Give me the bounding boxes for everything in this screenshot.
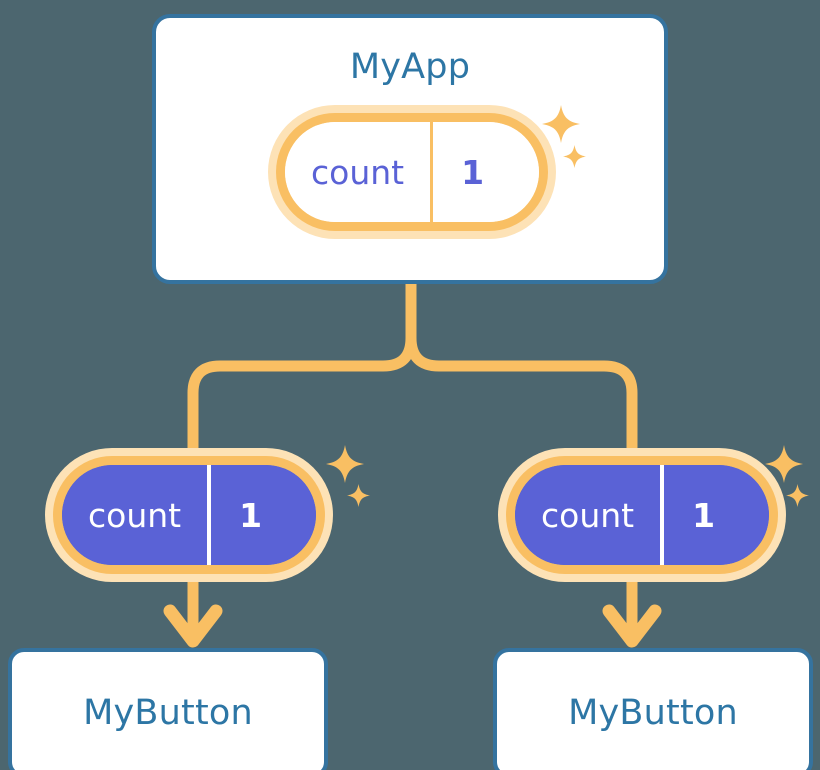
arrow-head-right xyxy=(602,604,662,648)
state-pill-ring: count 1 xyxy=(62,465,316,565)
component-card-mybutton-left[interactable]: MyButton xyxy=(8,648,328,770)
state-pill-ring: count 1 xyxy=(285,122,539,222)
state-key: count xyxy=(88,495,182,535)
component-card-mybutton-right[interactable]: MyButton xyxy=(493,648,813,770)
state-value: 1 xyxy=(692,495,716,535)
sparkle-small-icon xyxy=(785,483,810,508)
sparkle-large-icon xyxy=(764,444,804,484)
state-pill-divider xyxy=(430,122,434,222)
state-key: count xyxy=(541,495,635,535)
state-pill-body: count 1 xyxy=(515,465,769,565)
state-key: count xyxy=(311,152,405,192)
sparkle-large-icon xyxy=(325,444,365,484)
state-pill-ring: count 1 xyxy=(515,465,769,565)
state-pill-body: count 1 xyxy=(62,465,316,565)
state-pill-divider xyxy=(660,465,665,565)
component-label-myapp: MyApp xyxy=(349,47,471,87)
state-pill-divider xyxy=(207,465,212,565)
component-label-mybutton: MyButton xyxy=(568,693,738,733)
state-pill-body: count 1 xyxy=(285,122,539,222)
connector-branch-left xyxy=(187,337,417,467)
sparkle-small-icon xyxy=(346,483,371,508)
state-pill-myapp[interactable]: count 1 xyxy=(285,122,539,222)
state-pill-child-left[interactable]: count 1 xyxy=(62,465,316,565)
arrow-head-left xyxy=(163,604,223,648)
state-pill-child-right[interactable]: count 1 xyxy=(515,465,769,565)
state-value: 1 xyxy=(461,152,485,192)
component-label-mybutton: MyButton xyxy=(83,693,253,733)
connector-branch-right xyxy=(405,337,638,467)
state-value: 1 xyxy=(239,495,263,535)
